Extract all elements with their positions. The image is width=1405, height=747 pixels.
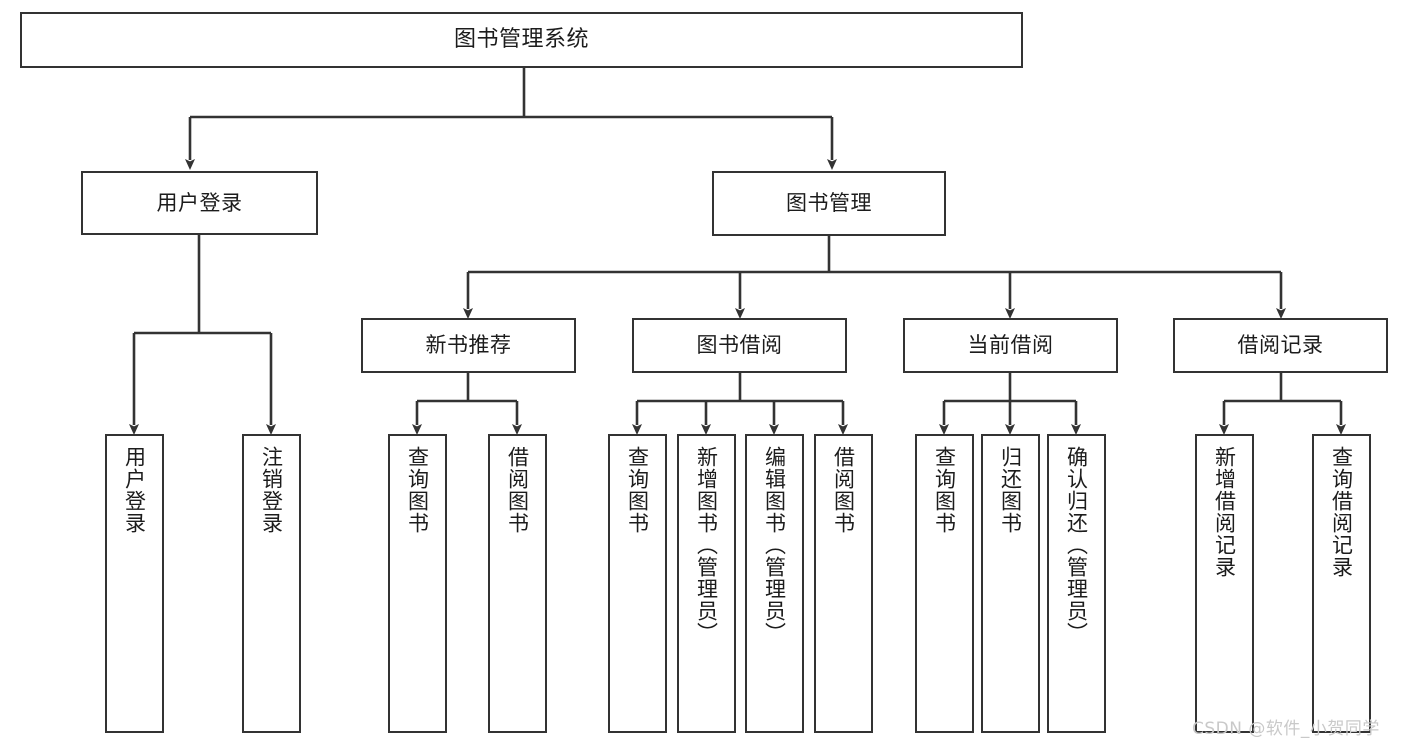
node-leaf-user-login-label: 用户登录 xyxy=(122,446,147,534)
node-leaf-query-record[interactable]: 查询借阅记录 xyxy=(1312,434,1371,733)
node-leaf-return-book-label: 归还图书 xyxy=(998,446,1023,534)
node-user-login-label: 用户登录 xyxy=(156,190,243,215)
node-borrow-record[interactable]: 借阅记录 xyxy=(1173,318,1388,373)
node-leaf-borrow-book-2[interactable]: 借阅图书 xyxy=(814,434,873,733)
node-leaf-query-book-1-label: 查询图书 xyxy=(405,446,430,534)
node-leaf-logout[interactable]: 注销登录 xyxy=(242,434,301,733)
node-leaf-user-login[interactable]: 用户登录 xyxy=(105,434,164,733)
node-leaf-confirm-return[interactable]: 确认归还（管理员） xyxy=(1047,434,1106,733)
node-book-borrow-label: 图书借阅 xyxy=(696,333,783,358)
node-book-borrow[interactable]: 图书借阅 xyxy=(632,318,847,373)
node-leaf-return-book[interactable]: 归还图书 xyxy=(981,434,1040,733)
node-leaf-query-book-2-label: 查询图书 xyxy=(625,446,650,534)
node-leaf-add-record-label: 新增借阅记录 xyxy=(1212,446,1237,578)
node-current-borrow[interactable]: 当前借阅 xyxy=(903,318,1118,373)
node-leaf-borrow-book-2-label: 借阅图书 xyxy=(831,446,856,534)
node-leaf-query-record-label: 查询借阅记录 xyxy=(1329,446,1354,578)
node-leaf-borrow-book-1[interactable]: 借阅图书 xyxy=(488,434,547,733)
node-borrow-record-label: 借阅记录 xyxy=(1237,333,1324,358)
node-leaf-logout-label: 注销登录 xyxy=(259,446,284,534)
node-leaf-add-book-label: 新增图书（管理员） xyxy=(694,446,719,644)
node-leaf-query-book-1[interactable]: 查询图书 xyxy=(388,434,447,733)
node-leaf-add-book[interactable]: 新增图书（管理员） xyxy=(677,434,736,733)
node-leaf-query-book-3-label: 查询图书 xyxy=(932,446,957,534)
node-leaf-query-book-3[interactable]: 查询图书 xyxy=(915,434,974,733)
csdn-watermark: CSDN @软件_小贺同学 xyxy=(1192,719,1380,739)
node-root-label: 图书管理系统 xyxy=(453,27,589,53)
node-leaf-edit-book-label: 编辑图书（管理员） xyxy=(762,446,787,644)
node-leaf-borrow-book-1-label: 借阅图书 xyxy=(505,446,530,534)
node-current-borrow-label: 当前借阅 xyxy=(967,333,1054,358)
node-book-manage-label: 图书管理 xyxy=(786,191,872,216)
node-leaf-confirm-return-label: 确认归还（管理员） xyxy=(1064,446,1089,644)
node-leaf-edit-book[interactable]: 编辑图书（管理员） xyxy=(745,434,804,733)
node-user-login[interactable]: 用户登录 xyxy=(81,171,318,235)
node-book-manage[interactable]: 图书管理 xyxy=(712,171,946,236)
node-new-book-rec-label: 新书推荐 xyxy=(425,333,512,358)
node-root[interactable]: 图书管理系统 xyxy=(20,12,1023,68)
node-leaf-add-record[interactable]: 新增借阅记录 xyxy=(1195,434,1254,733)
node-leaf-query-book-2[interactable]: 查询图书 xyxy=(608,434,667,733)
node-new-book-rec[interactable]: 新书推荐 xyxy=(361,318,576,373)
